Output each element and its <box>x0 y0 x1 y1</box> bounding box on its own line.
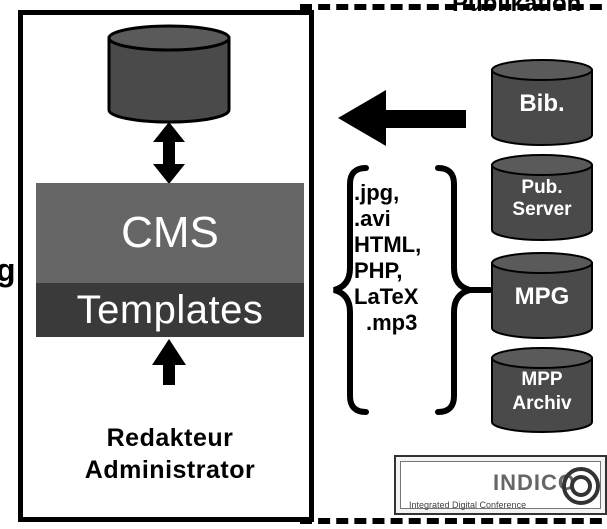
double-arrow <box>153 122 185 184</box>
cms-block: CMS <box>36 183 304 283</box>
format-item: .jpg, <box>354 180 400 205</box>
database-cylinder <box>107 24 231 124</box>
mpg-cylinder <box>491 252 593 339</box>
cut-off-left-text: g <box>0 252 16 288</box>
bib-label: Bib. <box>519 90 565 117</box>
mpp-archiv-cylinder <box>491 347 593 433</box>
pub-server-cylinder <box>491 154 593 241</box>
format-list: .jpg, .avi HTML, PHP, LaTeX .mp3 <box>354 180 454 336</box>
mpg-label: MPG <box>514 283 570 310</box>
logo-tagline: Integrated Digital Conference <box>409 500 527 510</box>
indico-logo: INDICO Integrated Digital Conference <box>394 455 607 515</box>
logo-frame: INDICO Integrated Digital Conference <box>400 461 601 510</box>
mpp-label-line1: MPP <box>521 369 563 390</box>
format-item: HTML, <box>354 232 422 257</box>
format-item: LaTeX <box>354 284 419 309</box>
format-item: PHP, <box>354 258 403 283</box>
cut-off-heading: Publikation <box>452 0 582 17</box>
logo-wordmark: INDICO <box>493 470 576 495</box>
format-braces <box>333 165 493 415</box>
format-item: .avi <box>354 206 391 231</box>
mpp-label-line2: Archiv <box>512 393 572 414</box>
pub-label-line2: Server <box>512 199 572 220</box>
up-arrow <box>152 339 186 385</box>
role-editor: Redakteur <box>106 424 234 452</box>
bib-cylinder <box>491 59 593 146</box>
role-admin: Administrator <box>84 456 256 484</box>
pub-label-line1: Pub. <box>521 177 563 198</box>
format-item: .mp3 <box>366 310 418 335</box>
templates-block: Templates <box>36 283 304 337</box>
left-arrow <box>338 90 466 146</box>
logo-circles-icon <box>562 467 600 505</box>
